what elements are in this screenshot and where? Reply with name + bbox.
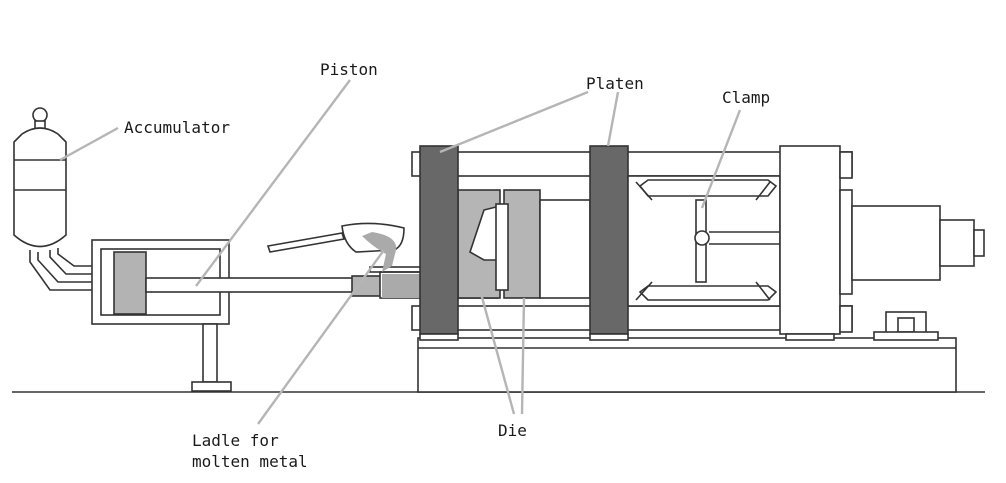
leader-platen-right [606, 91, 620, 147]
leader-lines [59, 79, 742, 425]
label-clamp: Clamp [722, 88, 770, 107]
clamp-mechanism [627, 145, 985, 341]
leader-clamp [700, 109, 742, 209]
shot-cylinder [91, 239, 232, 392]
label-platen: Platen [586, 74, 644, 93]
labels: Piston Accumulator Platen Clamp Ladle fo… [124, 60, 770, 471]
moving-die-half [503, 189, 541, 299]
die [457, 189, 591, 299]
leader-platen-left [439, 90, 589, 154]
fixed-platen [419, 145, 459, 335]
leader-ladle [257, 249, 385, 425]
leader-piston [195, 79, 351, 287]
platens [419, 145, 629, 341]
label-piston: Piston [320, 60, 378, 79]
label-ladle-line1: Ladle for [192, 431, 279, 450]
machine-base [417, 311, 957, 393]
ladle-pour-stream [362, 232, 397, 272]
accumulator [13, 107, 100, 291]
label-ladle-line2: molten metal [192, 452, 308, 471]
label-die: Die [498, 421, 527, 440]
leader-die-right [520, 297, 526, 415]
leader-accumulator [59, 126, 119, 162]
piston-head [113, 251, 147, 315]
leader-die-left [478, 289, 516, 415]
moving-platen [589, 145, 629, 335]
piston [113, 251, 383, 315]
ladle-for-molten-metal [266, 222, 405, 272]
label-accumulator: Accumulator [124, 118, 230, 137]
